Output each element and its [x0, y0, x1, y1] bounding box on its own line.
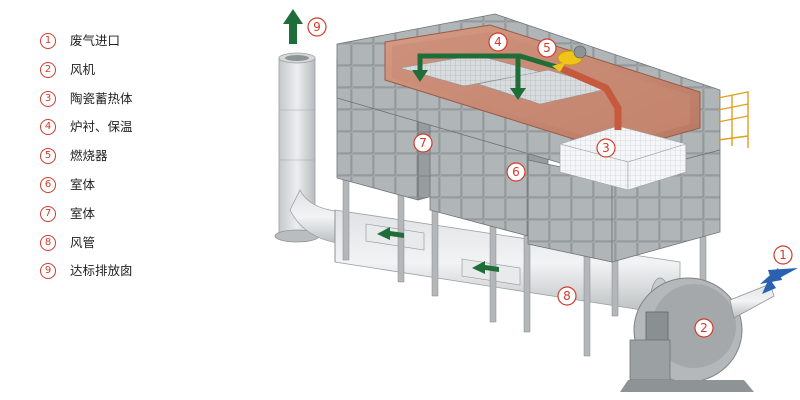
legend-label: 风机 [70, 61, 96, 77]
inlet-arrow [760, 268, 798, 294]
legend-number: 8 [40, 234, 56, 251]
legend-item-4: 4 炉衬、保温 [40, 119, 240, 148]
legend-label: 陶瓷蓄热体 [70, 90, 133, 106]
legend-label: 燃烧器 [70, 148, 108, 164]
exhaust-stack [274, 52, 346, 245]
legend-item-9: 9 达标排放囱 [40, 263, 240, 292]
callout-7-number: 7 [419, 136, 427, 150]
callout-6-number: 6 [512, 165, 520, 179]
callout-3-number: 3 [602, 141, 610, 155]
legend-item-2: 2 风机 [40, 61, 240, 91]
callout-5: 5 [537, 38, 557, 58]
callout-6: 6 [506, 162, 526, 182]
legend-number: 6 [40, 176, 56, 193]
legend-number: 9 [40, 263, 56, 280]
legend-label: 室体 [70, 205, 96, 221]
burner [552, 45, 587, 72]
legend-number: 3 [40, 90, 56, 107]
callout-8-number: 8 [563, 289, 571, 303]
callout-4-number: 4 [494, 35, 502, 49]
duct-flow-arrow-left [377, 227, 404, 240]
callout-2: 2 [694, 318, 714, 338]
legend-number: 1 [40, 33, 56, 49]
callout-5-number: 5 [543, 41, 551, 55]
legend-number: 2 [40, 61, 56, 78]
legend-item-1: 1 废气进口 [40, 33, 240, 62]
legend-label: 达标排放囱 [70, 263, 133, 279]
internal-flow-path [412, 53, 622, 130]
legend-item-7: 7 室体 [40, 205, 240, 235]
legend-item-3: 3 陶瓷蓄热体 [40, 90, 240, 120]
support-legs [342, 169, 707, 357]
callout-1-number: 1 [779, 248, 787, 262]
access-platform [717, 91, 749, 148]
legend-number: 7 [40, 205, 56, 222]
callout-2-number: 2 [700, 321, 708, 335]
callout-3: 3 [596, 138, 616, 158]
legend-item-5: 5 燃烧器 [40, 148, 240, 177]
legend-label: 风管 [70, 234, 96, 250]
legend-number: 4 [40, 119, 56, 136]
callout-4: 4 [488, 32, 508, 52]
legend-item-8: 8 风管 [40, 234, 240, 264]
callout-9-number: 9 [313, 20, 321, 34]
legend: 1 废气进口 2 风机 3 陶瓷蓄热体 4 炉衬、保温 5 燃烧器 6 室体 7 室体 8 风管… [40, 33, 240, 292]
callout-8: 8 [557, 286, 577, 306]
callout-1: 1 [773, 245, 793, 265]
callout-9: 9 [307, 17, 327, 37]
exhaust-arrow-up [283, 9, 303, 44]
legend-number: 5 [40, 148, 56, 165]
legend-item-6: 6 室体 [40, 176, 240, 206]
legend-label: 炉衬、保温 [70, 119, 133, 135]
ceramic-bed-3 [558, 125, 688, 191]
legend-label: 废气进口 [70, 33, 121, 48]
legend-label: 室体 [70, 176, 96, 192]
duct-flow-arrow-right [472, 261, 499, 274]
callout-7: 7 [413, 133, 433, 153]
